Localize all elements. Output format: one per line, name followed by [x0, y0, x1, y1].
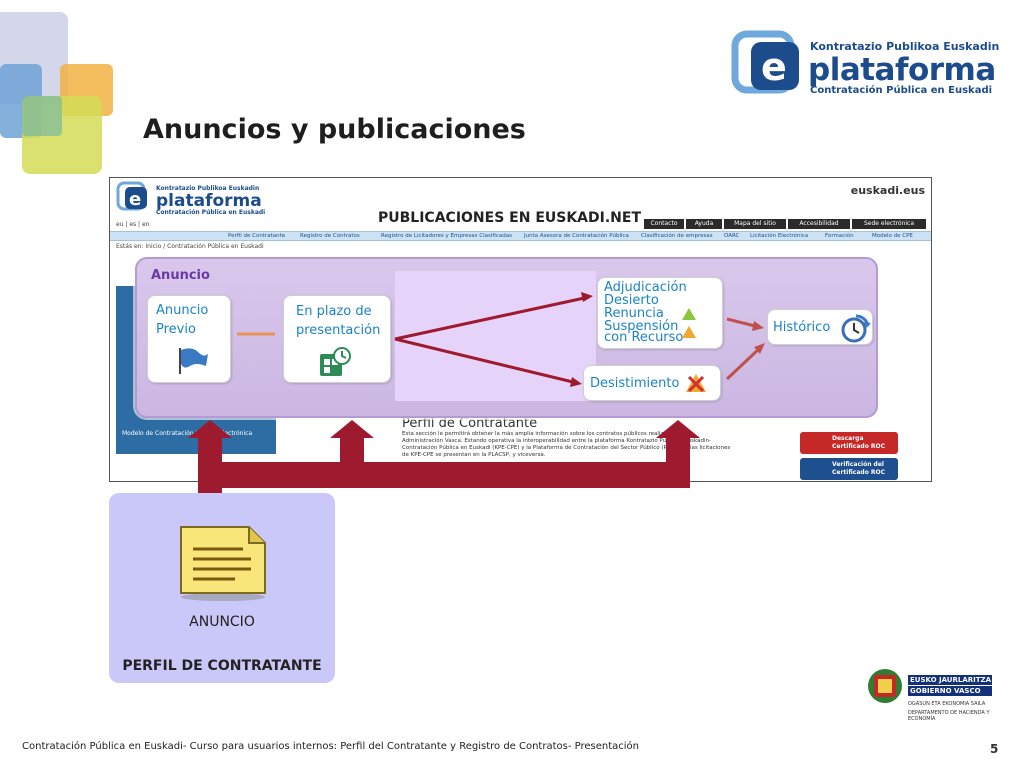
page-title: Anuncios y publicaciones [143, 114, 526, 145]
calendar-clock-icon [320, 347, 351, 376]
section-text: Esta sección le permitirá obtener la más… [402, 431, 731, 458]
decorative-squares [0, 12, 113, 174]
footer-text: Contratación Pública en Euskadi- Curso p… [22, 741, 640, 752]
language-selector[interactable]: eu | es | en [116, 221, 150, 228]
nav-oarc[interactable]: OARC [724, 233, 740, 239]
anuncio-states-panel: Anuncio Anuncio Previo En plazo de prese… [135, 257, 878, 418]
history-clock-icon [841, 314, 871, 343]
nav-registro-contratos[interactable]: Registro de Contratos [300, 233, 360, 239]
anuncio-label: ANUNCIO [189, 614, 255, 630]
top-link-sede[interactable]: Sede electrónica [852, 219, 926, 229]
anuncio-previo-line2: Previo [156, 322, 196, 337]
en-plazo-box: En plazo de presentación [283, 295, 391, 383]
suspension-line1: Suspensión [604, 319, 679, 334]
nav-formacion[interactable]: Formación [825, 233, 854, 239]
gov-dept-text: OGASUN ETA EKONOMIA SAILA DEPARTAMENTO D… [908, 701, 998, 722]
coat-of-arms-icon [868, 669, 902, 703]
svg-text:plataforma: plataforma [156, 191, 262, 211]
anuncio-previo-box: Anuncio Previo [147, 295, 231, 383]
site-logo-icon: e Kontratazio Publikoa Euskadin platafor… [116, 181, 265, 216]
site-navbar: Perfil de Contratante Registro de Contra… [110, 231, 931, 241]
right-column: Descarga Certificado ROC Verificación de… [800, 256, 898, 480]
adjudicacion-label: Adjudicación [604, 280, 687, 295]
desistimiento-box: Desistimiento [583, 365, 721, 401]
top-link-mapa[interactable]: Mapa del sitio [724, 219, 786, 229]
section-title: Perfil de Contratante [402, 416, 538, 431]
warning-orange-icon [682, 326, 696, 338]
en-plazo-line2: presentación [296, 323, 381, 338]
logo-line1: Kontratazio Publikoa Euskadin [810, 40, 1000, 53]
nav-modelo-cpe[interactable]: Modelo de CPE [872, 233, 913, 239]
svg-text:Contratación Pública en Euskad: Contratación Pública en Euskadi [156, 209, 265, 216]
logo-line3: Contratación Pública en Euskadi [810, 85, 993, 96]
gov-logo-line2: GOBIERNO VASCO [908, 686, 992, 696]
flag-icon [179, 348, 208, 374]
en-plazo-line1: En plazo de [296, 304, 372, 319]
plataforma-logo-icon: e [731, 30, 799, 94]
nav-clasificacion[interactable]: Clasificación de empresas [641, 233, 713, 239]
nav-junta-asesora[interactable]: Junta Asesora de Contratación Pública [524, 233, 629, 239]
gov-logo-line1: EUSKO JAURLARITZA [908, 675, 992, 685]
anuncio-previo-line1: Anuncio [156, 303, 209, 318]
logo-line2: plataforma [808, 52, 996, 88]
cancel-icon [686, 374, 706, 393]
desistimiento-label: Desistimiento [590, 376, 680, 391]
menu-item-modelo-cpe[interactable]: Modelo de Contratación Pública Electróni… [122, 430, 253, 437]
flow-arrows [237, 292, 765, 387]
breadcrumb: Estás en: Inicio / Contratación Pública … [116, 243, 264, 250]
nav-registro-licitadores[interactable]: Registro de Licitadores y Empresas Clasi… [381, 233, 512, 239]
svg-text:e: e [761, 45, 787, 89]
gov-logo-line3: OGASUN ETA EKONOMIA SAILA [908, 701, 986, 707]
adjudicacion-box: Adjudicación Desierto Renuncia Suspensió… [597, 277, 723, 349]
document-icon [180, 526, 266, 601]
anuncio-card: ANUNCIO PERFIL DE CONTRATANTE [109, 493, 335, 683]
nav-perfil-contratante[interactable]: Perfil de Contratante [228, 233, 286, 239]
nav-licitacion-electronica[interactable]: Licitación Electrónica [750, 233, 809, 239]
top-link-contacto[interactable]: Contacto [644, 219, 684, 229]
historico-box: Histórico [767, 309, 873, 345]
euskadi-brand[interactable]: euskadi.eus [850, 184, 925, 197]
verificacion-certificado-button[interactable]: Verificación del Certificado ROC [800, 458, 898, 480]
top-link-accesibilidad[interactable]: Accesibilidad [788, 219, 850, 229]
publicaciones-heading: PUBLICACIONES EN EUSKADI.NET [378, 210, 641, 226]
page-number: 5 [990, 742, 999, 756]
perfil-contratante-label: PERFIL DE CONTRATANTE [122, 658, 322, 674]
suspension-line2: con Recurso [604, 330, 684, 345]
historico-label: Histórico [773, 320, 831, 335]
top-link-ayuda[interactable]: Ayuda [686, 219, 722, 229]
svg-text:e: e [129, 189, 141, 210]
svg-text:Kontratazio Publikoa Euskadin: Kontratazio Publikoa Euskadin [156, 185, 259, 192]
warning-green-icon [682, 308, 696, 320]
panel-label: Anuncio [151, 268, 210, 283]
renuncia-label: Renuncia [604, 306, 664, 321]
desierto-label: Desierto [604, 293, 659, 308]
descarga-certificado-button[interactable]: Descarga Certificado ROC [800, 432, 898, 454]
gov-logo-line4: DEPARTAMENTO DE HACIENDA Y ECONOMÍA [908, 710, 990, 722]
